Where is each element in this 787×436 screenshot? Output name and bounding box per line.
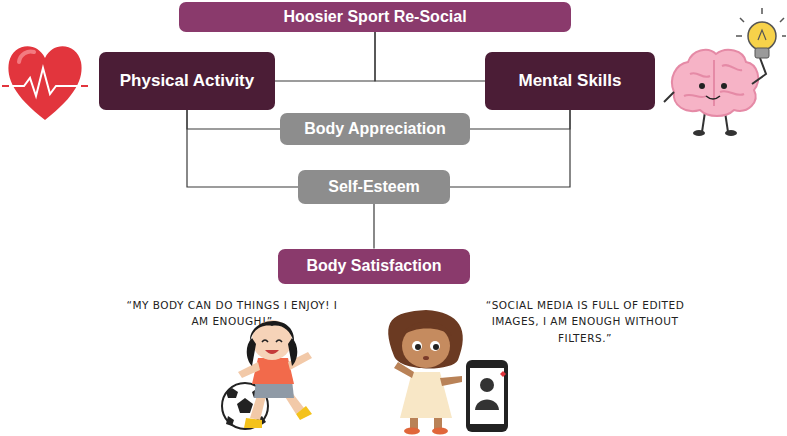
program-box: Hoosier Sport Re-Social [179, 2, 571, 32]
brain-foot [725, 130, 737, 136]
bulb-base [755, 48, 769, 58]
brain-arm [752, 58, 766, 84]
brain-leg [702, 112, 705, 132]
girl-with-ball [238, 320, 312, 428]
heart-shine [19, 51, 34, 62]
girl-hair [247, 338, 298, 366]
connector-line [373, 204, 374, 249]
girl-mouth [265, 350, 279, 354]
phone-heart [500, 371, 506, 377]
girl-pupil [433, 344, 439, 350]
girl-with-phone [388, 310, 463, 435]
girl-eye [412, 341, 422, 351]
girl-pupil [415, 344, 421, 350]
mediator-box: Self-Esteem [298, 170, 450, 204]
node-text: Hoosier Sport Re-Social [283, 8, 466, 26]
pulse-line [2, 68, 88, 96]
girl-hair [388, 310, 463, 369]
bulb-filament [758, 30, 766, 40]
brain-eye [721, 83, 727, 89]
brain-shape [672, 50, 758, 116]
node-text: Self-Esteem [328, 178, 420, 196]
phone-photo-body [475, 400, 499, 411]
heart-shape [8, 46, 81, 120]
node-text: Physical Activity [120, 71, 255, 91]
pulse-tail [81, 85, 88, 87]
mediator-box: Body Appreciation [280, 113, 470, 145]
girl-shirt [252, 358, 294, 384]
phone-body [466, 360, 508, 432]
girl-eye [430, 341, 440, 351]
connector-line [275, 32, 375, 81]
pulse-tail [2, 85, 9, 87]
outcome-box: Body Satisfaction [278, 249, 470, 284]
node-text: Body Satisfaction [306, 257, 441, 275]
phone-screen [470, 368, 504, 424]
girl-eyes [262, 340, 282, 342]
bulb-glass [748, 22, 776, 50]
ball-patch [237, 398, 253, 413]
brain-folds [684, 60, 744, 106]
phone-photo-head [480, 378, 494, 392]
quote-text: “MY BODY CAN DO THINGS I ENJOY! I AM ENO… [117, 297, 347, 330]
girl-shoe [432, 428, 448, 435]
node-text: Mental Skills [519, 71, 622, 91]
brain-smile [706, 96, 720, 99]
brain-foot [693, 130, 705, 136]
node-text: Body Appreciation [304, 120, 446, 138]
component-box: Mental Skills [485, 52, 655, 110]
girl-fringe [402, 322, 452, 336]
heart-icon [2, 46, 88, 120]
connector-line [375, 32, 485, 81]
connector-line [470, 110, 570, 129]
girl-shoe [296, 406, 312, 420]
quote-text: “SOCIAL MEDIA IS FULL OF EDITED IMAGES, … [473, 297, 698, 346]
girl-shoe [404, 428, 420, 435]
brain-icon [664, 8, 786, 136]
brain-eye [699, 83, 705, 89]
component-box: Physical Activity [99, 52, 275, 110]
bulb-rays [736, 8, 786, 36]
brain-arm [664, 92, 674, 102]
girl-mouth [423, 356, 429, 360]
girl-shoe [244, 418, 262, 428]
connector-line [187, 110, 280, 129]
phone-icon [466, 360, 508, 432]
